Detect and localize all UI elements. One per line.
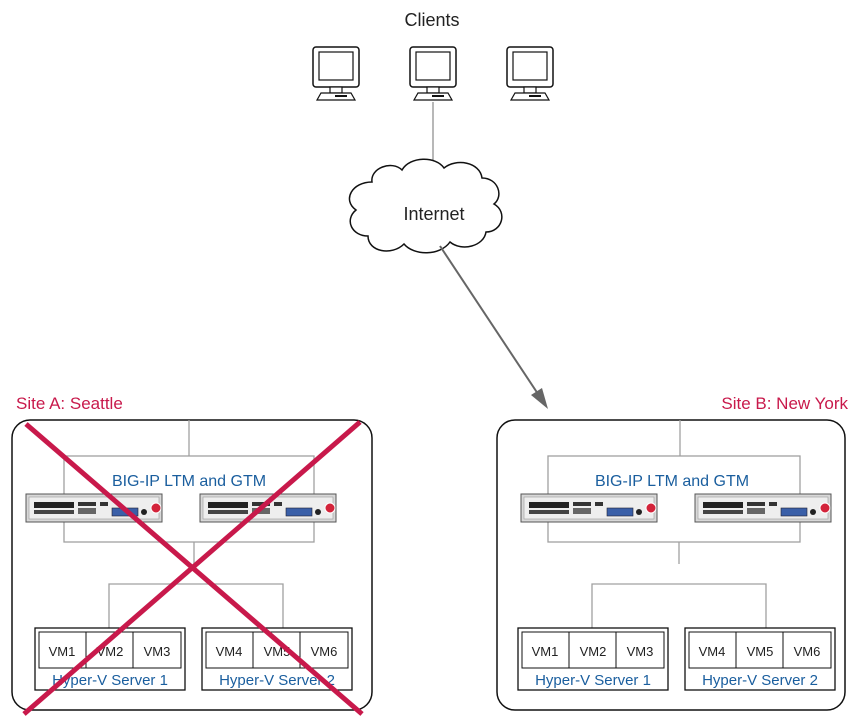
failover-arrow bbox=[439, 245, 543, 401]
site-b-server-2: VM4 VM5 VM6 Hyper-V Server 2 bbox=[684, 627, 836, 691]
internet-cloud-icon bbox=[348, 158, 503, 254]
internet-label: Internet bbox=[403, 204, 464, 224]
clients-label: Clients bbox=[404, 10, 459, 30]
server-label: Hyper-V Server 2 bbox=[219, 672, 335, 689]
site-a-label: Site A: Seattle bbox=[16, 394, 123, 413]
vm-label: VM3 bbox=[627, 644, 654, 659]
vm-label: VM2 bbox=[580, 644, 607, 659]
vm-label: VM1 bbox=[49, 644, 76, 659]
arrowhead-icon bbox=[531, 388, 548, 409]
site-a-bigip-label: BIG-IP LTM and GTM bbox=[112, 473, 266, 490]
vm-label: VM3 bbox=[144, 644, 171, 659]
client-monitor-icon bbox=[409, 46, 457, 101]
client-monitor-icon bbox=[506, 46, 554, 101]
vm-label: VM1 bbox=[532, 644, 559, 659]
site-b-bigip-label: BIG-IP LTM and GTM bbox=[595, 473, 749, 490]
vm-label: VM6 bbox=[311, 644, 338, 659]
vm-label: VM4 bbox=[699, 644, 726, 659]
server-label: Hyper-V Server 1 bbox=[535, 672, 651, 689]
bigip-appliance-icon bbox=[199, 493, 337, 523]
site-a-bigip-group: BIG-IP LTM and GTM bbox=[25, 420, 337, 628]
vm-label: VM6 bbox=[794, 644, 821, 659]
site-a-failure-x-icon bbox=[22, 420, 364, 716]
site-b-bigip-group: BIG-IP LTM and GTM bbox=[520, 420, 832, 628]
site-a-server-2: VM4 VM5 VM6 Hyper-V Server 2 bbox=[201, 627, 353, 691]
site-b-server-1: VM1 VM2 VM3 Hyper-V Server 1 bbox=[517, 627, 669, 691]
server-label: Hyper-V Server 1 bbox=[52, 672, 168, 689]
site-b-label: Site B: New York bbox=[721, 394, 848, 413]
vm-label: VM5 bbox=[747, 644, 774, 659]
vm-label: VM4 bbox=[216, 644, 243, 659]
client-monitor-icon bbox=[312, 46, 360, 101]
bigip-appliance-icon bbox=[694, 493, 832, 523]
server-label: Hyper-V Server 2 bbox=[702, 672, 818, 689]
bigip-appliance-icon bbox=[25, 493, 163, 523]
bigip-appliance-icon bbox=[520, 493, 658, 523]
